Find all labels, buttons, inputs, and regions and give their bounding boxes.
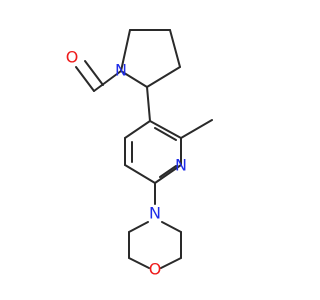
pyridine-inner-double-bond-3 xyxy=(159,165,177,178)
molecule-diagram: O N N N O xyxy=(66,29,213,279)
morpholine-n-right-bond xyxy=(161,221,182,233)
morpholine-left-o-bond xyxy=(128,257,150,269)
pyridine-nitrogen-label: N xyxy=(175,156,187,175)
pyrrolidine-c2-c3-bond xyxy=(146,66,181,88)
pyrrolidine-to-pyridine-bond xyxy=(146,86,151,122)
pyrrolidine-c3-c4-bond xyxy=(169,29,181,68)
morpholine-right-o-bond xyxy=(160,257,182,269)
morpholine-nitrogen-label: N xyxy=(149,204,161,223)
aldehyde-co-bond-2 xyxy=(84,60,104,86)
pyrrolidine-n-c2-bond xyxy=(120,70,148,88)
pyridine-c3-c2-bond xyxy=(149,120,182,139)
formyl-to-n-bond xyxy=(93,70,122,92)
methyl-bond xyxy=(180,119,213,139)
pyrrolidine-c5-n-bond xyxy=(120,29,131,72)
pyridine-n-c6-bond xyxy=(154,164,182,184)
pyrrolidine-nitrogen-label: N xyxy=(115,61,127,80)
pyridine-c4-c3-bond xyxy=(124,120,151,139)
structure-canvas: O N N N O xyxy=(65,29,213,279)
pyridine-inner-double-bond-1 xyxy=(154,127,177,141)
aldehyde-oxygen-label: O xyxy=(66,48,79,67)
aldehyde-co-bond-1 xyxy=(75,66,95,92)
pyridine-c6-c5-bond xyxy=(124,164,156,184)
morpholine-oxygen-label: O xyxy=(149,260,162,279)
morpholine-n-left-bond xyxy=(128,221,149,233)
